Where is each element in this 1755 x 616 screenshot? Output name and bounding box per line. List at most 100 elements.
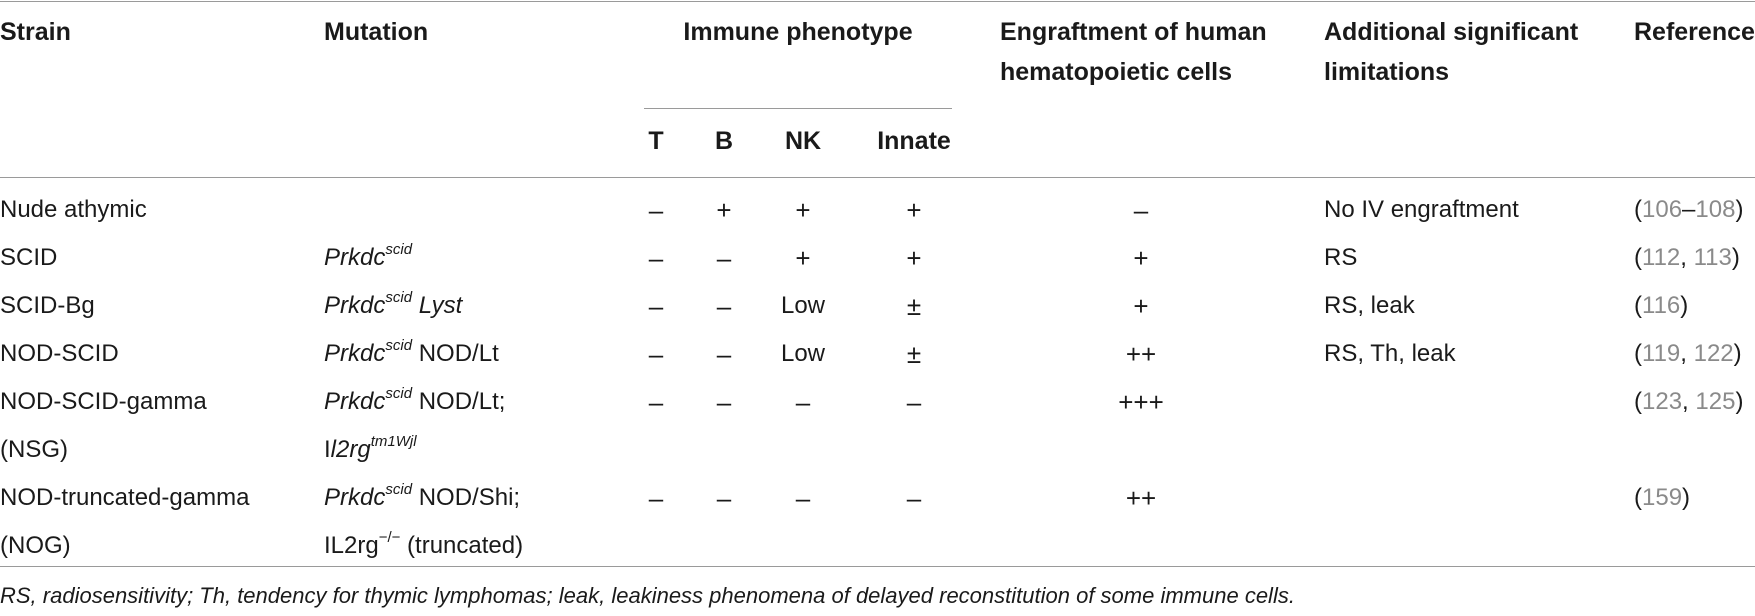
reference-paren-open: ( (1634, 292, 1642, 319)
nk-cell: – (795, 483, 811, 513)
innate-cell: + (906, 243, 922, 273)
reference-cell: (116) (1634, 282, 1688, 330)
nk-cell: – (795, 387, 811, 417)
header-immune-phenotype: Immune phenotype (683, 18, 913, 46)
strain-cell: NOD-truncated-gamma (0, 484, 250, 511)
table-top-rule (0, 1, 1755, 2)
innate-cell: + (906, 195, 922, 225)
innate-cell: – (906, 483, 922, 513)
reference-link[interactable]: 122 (1693, 340, 1734, 367)
mutation-cell: Prkdcscid NOD/Shi; (324, 474, 520, 522)
strain-cell: NOD-SCID (0, 340, 119, 367)
reference-link[interactable]: 106 (1642, 196, 1683, 223)
nk-cell: + (795, 195, 811, 225)
engraftment-cell: – (1133, 195, 1149, 225)
t-cell: – (648, 339, 664, 369)
limitations-cell: RS, Th, leak (1324, 340, 1456, 367)
header-engraftment-line1: Engraftment of human (1000, 18, 1267, 46)
nk-cell: Low (780, 292, 826, 319)
limitations-cell: RS (1324, 244, 1358, 271)
mutation-text: IL2rg (324, 532, 379, 559)
reference-link[interactable]: 159 (1642, 484, 1683, 511)
reference-cell: (119, 122) (1634, 330, 1742, 378)
limitations-cell: RS, leak (1324, 292, 1415, 319)
t-cell: – (648, 243, 664, 273)
limitations-cell: No IV engraftment (1324, 196, 1519, 223)
strain-cell: NOD-SCID-gamma (0, 388, 207, 415)
mutation-text: Prkdc (324, 244, 386, 271)
table-footer-rule (0, 566, 1755, 567)
mutation-text: scid (385, 289, 413, 306)
mutation-cell: Prkdcscid NOD/Lt; (324, 378, 505, 426)
innate-cell: – (906, 387, 922, 417)
mutation-text: Prkdc (324, 484, 386, 511)
engraftment-cell: + (1133, 291, 1149, 321)
nk-cell: + (795, 243, 811, 273)
reference-paren-open: ( (1634, 244, 1642, 271)
subheader-b: B (714, 127, 734, 155)
mutation-text: (truncated) (400, 532, 524, 559)
reference-link[interactable]: 113 (1693, 244, 1732, 271)
reference-paren-open: ( (1634, 388, 1642, 415)
reference-separator: , (1680, 244, 1694, 271)
t-cell: – (648, 387, 664, 417)
innate-cell: ± (906, 291, 922, 321)
nk-cell: Low (780, 340, 826, 367)
reference-link[interactable]: 116 (1642, 292, 1681, 319)
mutation-cell: Prkdcscid Lyst (324, 282, 462, 330)
header-mutation: Mutation (324, 18, 429, 46)
header-limitations: Additional significant limitations (1324, 12, 1578, 92)
engraftment-cell: + (1133, 243, 1149, 273)
t-cell: – (648, 291, 664, 321)
b-cell: + (716, 195, 732, 225)
mutation-cell: Il2rgtm1Wjl (324, 426, 417, 474)
reference-paren-close: ) (1735, 196, 1744, 223)
reference-paren-close: ) (1680, 292, 1689, 319)
reference-paren-close: ) (1731, 244, 1740, 271)
reference-paren-close: ) (1735, 388, 1744, 415)
reference-paren-open: ( (1634, 484, 1642, 511)
reference-link[interactable]: 119 (1642, 340, 1681, 367)
mutation-cell: Prkdcscid NOD/Lt (324, 330, 499, 378)
reference-link[interactable]: 112 (1642, 244, 1681, 271)
mutation-text: tm1Wjl (370, 433, 417, 450)
header-limitations-line1: Additional significant (1324, 18, 1579, 46)
reference-link[interactable]: 123 (1642, 388, 1683, 415)
reference-paren-open: ( (1634, 196, 1642, 223)
reference-link[interactable]: 108 (1695, 196, 1736, 223)
strain-cell: Nude athymic (0, 196, 147, 223)
header-limitations-line2: limitations (1324, 58, 1450, 86)
mutation-text: NOD/Lt; (412, 388, 506, 415)
b-cell: – (716, 291, 732, 321)
header-strain: Strain (0, 18, 71, 46)
strain-cell: (NOG) (0, 532, 71, 559)
engraftment-cell: ++ (1125, 483, 1157, 513)
mutation-cell: Prkdcscid (324, 234, 412, 282)
mutation-text: scid (385, 481, 413, 498)
reference-paren-close: ) (1682, 484, 1691, 511)
engraftment-cell: +++ (1118, 387, 1164, 417)
reference-cell: (159) (1634, 474, 1690, 522)
strain-cell: SCID (0, 244, 58, 271)
t-cell: – (648, 483, 664, 513)
b-cell: – (716, 339, 732, 369)
immune-phenotype-subrule (644, 108, 952, 109)
strain-cell: (NSG) (0, 436, 68, 463)
innate-cell: ± (906, 339, 922, 369)
reference-separator: , (1680, 340, 1694, 367)
subheader-innate: Innate (877, 127, 951, 155)
mutation-text: scid (385, 241, 413, 258)
reference-link[interactable]: 125 (1695, 388, 1736, 415)
b-cell: – (716, 243, 732, 273)
reference-cell: (106–108) (1634, 186, 1743, 234)
reference-separator: , (1682, 388, 1696, 415)
reference-cell: (123, 125) (1634, 378, 1743, 426)
subheader-nk: NK (784, 127, 822, 155)
strain-cell: SCID-Bg (0, 292, 95, 319)
header-reference: Reference (1634, 18, 1755, 46)
mutation-text: Prkdc (324, 388, 386, 415)
header-engraftment-line2: hematopoietic cells (1000, 58, 1233, 86)
table-footnote: RS, radiosensitivity; Th, tendency for t… (0, 583, 1295, 608)
b-cell: – (716, 387, 732, 417)
mutation-text: I (324, 436, 331, 463)
